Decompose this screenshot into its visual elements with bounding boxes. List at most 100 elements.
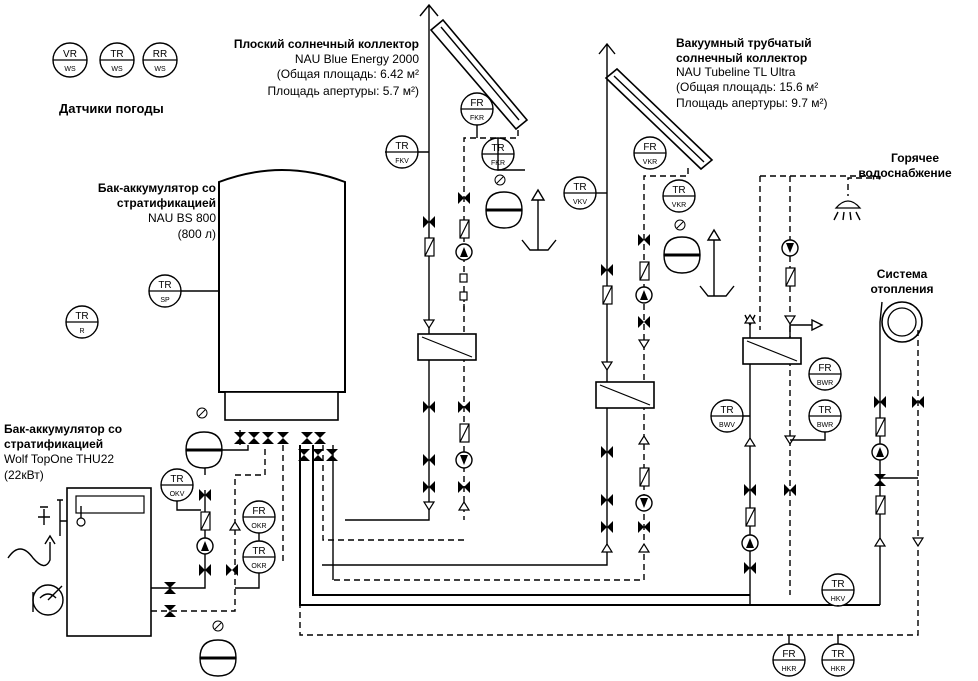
svg-text:TR: TR — [158, 280, 171, 291]
flow-meter-icon — [200, 511, 211, 531]
svg-text:TR: TR — [170, 474, 183, 485]
expansion-vessel-boiler — [199, 639, 237, 677]
sensor-fr-hkr: FR HKR — [772, 643, 806, 677]
drain-basin — [521, 188, 557, 251]
pump-vacuum-secondary-icon — [635, 494, 653, 512]
sensor-fr-bwr: FR BWR — [808, 357, 842, 391]
vacuum-collector-panel — [604, 67, 714, 171]
svg-text:OKR: OKR — [251, 563, 266, 570]
sensor-tr-bwr: TR BWR — [808, 399, 842, 433]
svg-text:FR: FR — [782, 649, 795, 660]
pump-circulation-icon — [781, 239, 799, 257]
svg-text:HKR: HKR — [831, 666, 846, 673]
svg-text:WS: WS — [111, 66, 123, 73]
flow-arrow-icon — [422, 315, 925, 548]
flow-arrow-icon — [228, 313, 887, 553]
storage-tank-model: NAU BS 800 — [148, 211, 216, 225]
svg-text:TR: TR — [110, 49, 123, 60]
sensor-tr-sp: TR SP — [148, 274, 182, 308]
flow-meter-icon — [459, 291, 468, 301]
pump-flat-primary-icon — [455, 243, 473, 261]
svg-text:WS: WS — [154, 66, 166, 73]
boiler-title-1: Бак-аккумулятор со — [4, 422, 122, 436]
pump-flat-secondary-icon — [455, 451, 473, 469]
flow-meter-icon — [785, 267, 796, 287]
heat-exchanger-dhw — [742, 337, 802, 365]
sensor-vr-ws: VR WS — [52, 42, 88, 78]
svg-text:R: R — [79, 328, 84, 335]
pump-vacuum-primary-icon — [635, 286, 653, 304]
pump-dhw-icon — [741, 534, 759, 552]
tap-icon — [38, 499, 67, 536]
vacuum-collector-caption: Вакуумный трубчатый солнечный коллектор … — [676, 36, 828, 110]
svg-text:BWR: BWR — [817, 380, 833, 387]
svg-text:BWV: BWV — [719, 422, 735, 429]
expansion-vessel-tank — [185, 431, 223, 469]
svg-text:TR: TR — [672, 185, 685, 196]
svg-text:VKV: VKV — [573, 199, 587, 206]
boiler-power: (22кВт) — [4, 468, 44, 482]
heating-caption: Система отопления — [870, 267, 933, 296]
flow-meter-icon — [424, 237, 435, 257]
flow-meter-icon — [875, 417, 886, 437]
flow-meter-icon — [459, 273, 468, 283]
sensor-tr-hkr: TR HKR — [821, 643, 855, 677]
storage-tank-base — [224, 391, 339, 421]
heat-exchanger-vacuum — [595, 381, 655, 409]
svg-text:BWR: BWR — [817, 422, 833, 429]
svg-text:HKR: HKR — [782, 666, 797, 673]
flow-meter-icon — [639, 261, 650, 281]
storage-tank-caption: Бак-аккумулятор со стратификацией NAU BS… — [98, 181, 216, 241]
storage-tank-title-2: стратификацией — [117, 196, 216, 210]
expansion-vessel-flat — [485, 191, 523, 229]
gas-supply-icon — [7, 534, 56, 567]
heat-exchanger-flat — [417, 333, 477, 361]
boiler-unit — [66, 487, 152, 637]
flat-collector-caption: Плоский солнечный коллектор NAU Blue Ene… — [234, 37, 420, 98]
svg-text:RR: RR — [153, 49, 167, 60]
flow-meter-icon — [602, 285, 613, 305]
pump-boiler-icon — [196, 537, 214, 555]
vacuum-collector-aperture: Площадь апертуры: 9.7 м²) — [676, 96, 828, 110]
svg-text:FR: FR — [818, 363, 831, 374]
boiler-title-2: стратификацией — [4, 437, 103, 451]
svg-text:FR: FR — [643, 142, 656, 153]
flow-meter-icon — [459, 219, 470, 239]
hot-water-caption: Горячее водоснабжение — [858, 151, 952, 180]
sensor-tr-okr: TR OKR — [242, 540, 276, 574]
pressure-gauge-icon — [212, 620, 224, 632]
radiator-coil — [881, 301, 923, 343]
sensor-tr-r: TRR — [65, 305, 99, 339]
hot-water-label-1: Горячее — [891, 151, 939, 165]
flat-collector-panel — [429, 18, 529, 131]
boiler-model: Wolf TopOne THU22 — [4, 452, 114, 466]
svg-text:TR: TR — [831, 649, 844, 660]
sensor-tr-ws: TR WS — [99, 42, 135, 78]
sensor-tr-vkv: TR VKV — [563, 176, 597, 210]
svg-text:TR: TR — [573, 182, 586, 193]
svg-text:TR: TR — [252, 546, 265, 557]
svg-text:TR: TR — [818, 405, 831, 416]
svg-text:WS: WS — [64, 66, 76, 73]
svg-text:OKR: OKR — [251, 523, 266, 530]
hot-water-label-2: водоснабжение — [858, 166, 952, 180]
heating-label-2: отопления — [870, 282, 933, 296]
svg-text:TR: TR — [831, 579, 844, 590]
pressure-gauge-icon — [196, 407, 208, 419]
flow-meter-icon — [459, 423, 470, 443]
flat-collector-area: (Общая площадь: 6.42 м² — [277, 67, 419, 81]
vacuum-collector-title-2: солнечный коллектор — [676, 51, 807, 65]
svg-text:FKR: FKR — [470, 115, 484, 122]
svg-text:SP: SP — [160, 297, 170, 304]
pressure-gauge-icon — [494, 174, 506, 186]
pressure-gauge-icon — [674, 219, 686, 231]
heating-label-1: Система — [877, 267, 928, 281]
storage-tank — [218, 169, 346, 393]
svg-text:VR: VR — [63, 49, 77, 60]
